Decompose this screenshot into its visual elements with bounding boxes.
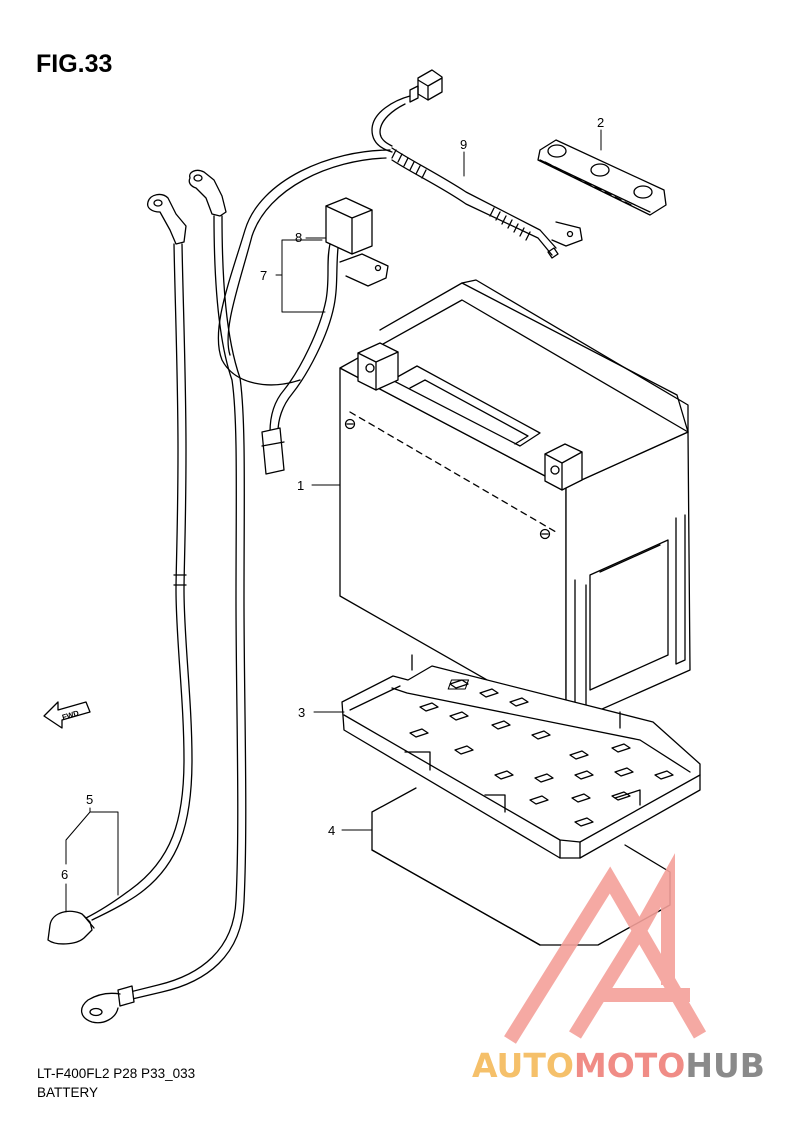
callout-7: 7 <box>260 268 268 283</box>
terminal-cable-part <box>47 193 193 945</box>
negative-lead-part <box>81 169 247 1024</box>
callout-8: 8 <box>295 230 303 245</box>
figure-title: FIG.33 <box>36 50 113 78</box>
callout-9: 9 <box>460 137 468 152</box>
watermark-moto: MOTO <box>573 1046 686 1085</box>
callout-2: 2 <box>597 115 605 130</box>
callout-4: 4 <box>328 823 336 838</box>
watermark-text: AUTOMOTOHUB <box>472 1046 765 1085</box>
callout-3: 3 <box>298 705 306 720</box>
battery-tray-part <box>341 654 701 859</box>
watermark-auto: AUTO <box>472 1046 574 1085</box>
watermark-hub: HUB <box>685 1046 765 1085</box>
callout-5: 5 <box>86 792 94 807</box>
automotohub-logo-icon <box>504 853 707 1044</box>
relay-lead-part <box>261 197 389 475</box>
fwd-arrow-icon <box>43 701 91 729</box>
group-name: BATTERY <box>37 1085 99 1100</box>
rubber-strip-part <box>537 139 667 216</box>
model-code: LT-F400FL2 P28 P33_033 <box>37 1066 196 1081</box>
callout-6: 6 <box>61 867 69 882</box>
callout-1: 1 <box>297 478 305 493</box>
fuse-lead-part <box>217 69 583 386</box>
callout-leaders <box>65 129 602 913</box>
battery-part <box>339 279 691 726</box>
